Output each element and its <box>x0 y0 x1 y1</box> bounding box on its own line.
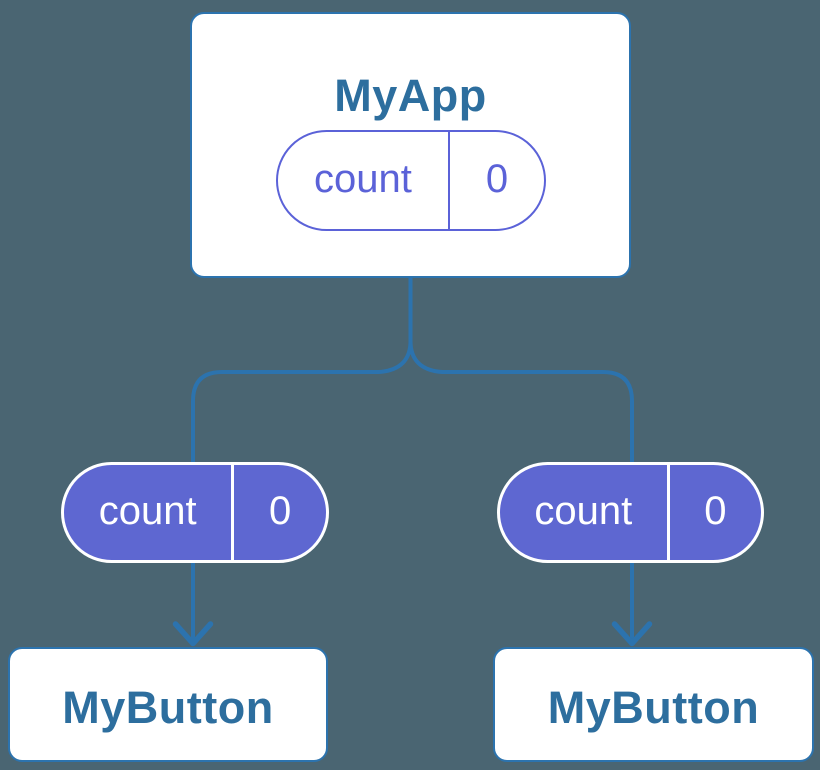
component-title: MyButton <box>547 681 760 733</box>
component-node-mybutton-left: MyButton <box>8 647 328 762</box>
component-node-myapp: MyApp count 0 <box>190 12 631 278</box>
state-pill-root: count 0 <box>275 130 546 231</box>
state-label: count <box>278 132 451 229</box>
state-label: count <box>500 465 670 560</box>
connector-branch-left <box>191 339 413 643</box>
arrowhead-left-icon <box>172 621 214 647</box>
state-value: 0 <box>704 488 727 533</box>
state-pill-right-child: count 0 <box>497 462 764 563</box>
connector-branch-right <box>408 339 634 643</box>
state-value: 0 <box>269 488 292 533</box>
arrowhead-right-icon <box>611 621 653 647</box>
component-title: MyButton <box>62 681 274 733</box>
state-label: count <box>64 465 235 560</box>
component-title: MyApp <box>334 70 487 121</box>
state-value: 0 <box>485 156 509 201</box>
state-pill-left-child: count 0 <box>61 462 329 563</box>
component-node-mybutton-right: MyButton <box>493 647 814 762</box>
